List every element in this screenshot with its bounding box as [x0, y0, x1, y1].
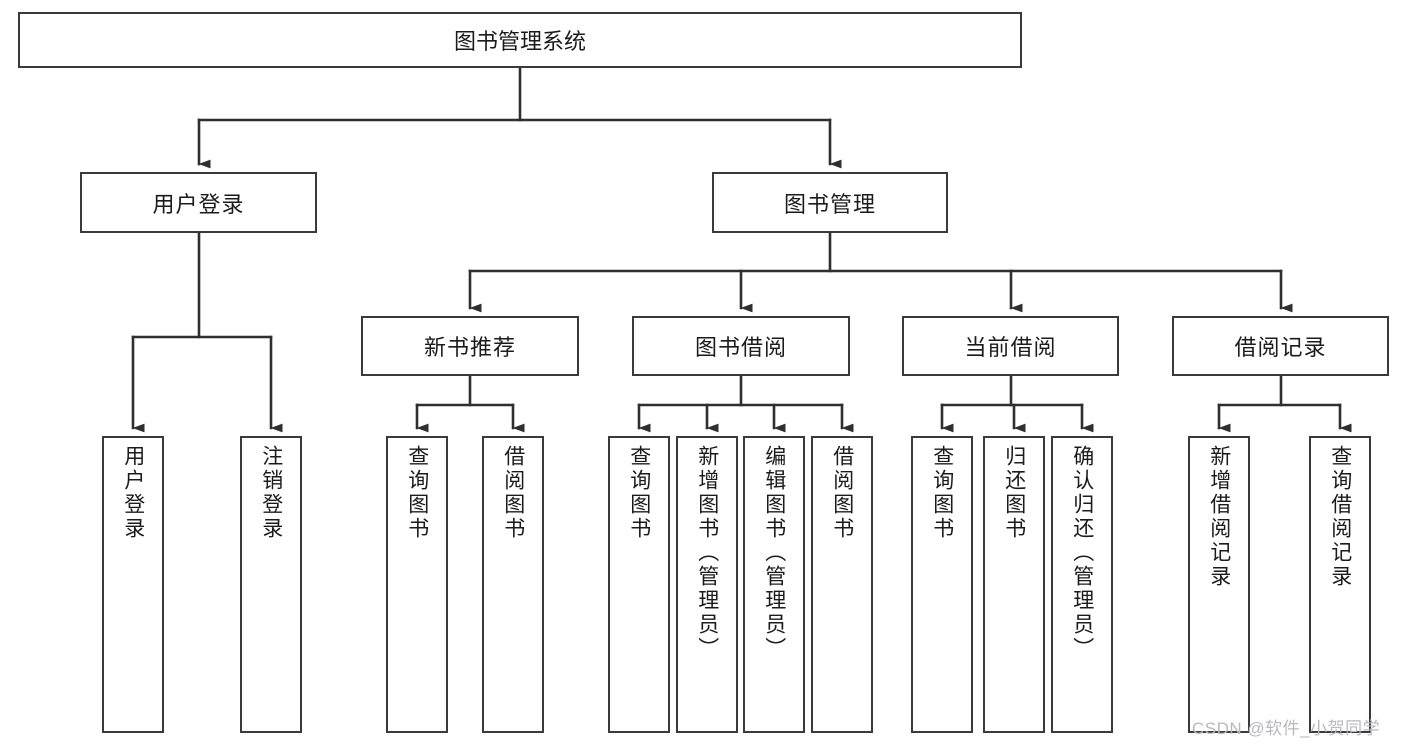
node-borrow-record[interactable]: 借阅记录	[1172, 316, 1389, 376]
leaf-add-book-label: 新增图书（管理员）	[695, 445, 719, 661]
leaf-add-book[interactable]: 新增图书（管理员）	[676, 436, 738, 733]
leaf-borrow-book[interactable]: 借阅图书	[811, 436, 873, 733]
leaf-user-login[interactable]: 用户登录	[102, 436, 164, 733]
leaf-query-book-cur-label: 查询图书	[930, 445, 954, 541]
leaf-edit-book[interactable]: 编辑图书（管理员）	[743, 436, 805, 733]
leaf-confirm-return[interactable]: 确认归还（管理员）	[1051, 436, 1113, 733]
node-borrow-record-label: 借阅记录	[1234, 335, 1327, 360]
node-current-borrow-label: 当前借阅	[964, 335, 1057, 360]
leaf-query-book[interactable]: 查询图书	[608, 436, 670, 733]
leaf-query-book-cur[interactable]: 查询图书	[911, 436, 973, 733]
leaf-logout-label: 注销登录	[259, 445, 283, 541]
leaf-return-book-label: 归还图书	[1002, 445, 1026, 541]
node-book-manage[interactable]: 图书管理	[712, 172, 948, 233]
node-book-manage-label: 图书管理	[783, 191, 876, 217]
leaf-borrow-book-rec-label: 借阅图书	[501, 445, 525, 541]
leaf-borrow-book-label: 借阅图书	[830, 445, 854, 541]
leaf-logout[interactable]: 注销登录	[240, 436, 302, 733]
node-current-borrow[interactable]: 当前借阅	[902, 316, 1119, 376]
node-new-book-rec[interactable]: 新书推荐	[361, 316, 579, 376]
leaf-confirm-return-label: 确认归还（管理员）	[1070, 445, 1094, 661]
node-user-login-label: 用户登录	[152, 191, 245, 217]
leaf-add-record[interactable]: 新增借阅记录	[1188, 436, 1250, 733]
leaf-edit-book-label: 编辑图书（管理员）	[762, 445, 786, 661]
node-book-borrow[interactable]: 图书借阅	[632, 316, 850, 376]
node-book-borrow-label: 图书借阅	[694, 335, 787, 360]
leaf-query-book-label: 查询图书	[627, 445, 651, 541]
node-new-book-rec-label: 新书推荐	[423, 335, 516, 360]
node-root[interactable]: 图书管理系统	[18, 12, 1022, 68]
leaf-user-login-label: 用户登录	[121, 445, 145, 541]
leaf-query-book-rec-label: 查询图书	[405, 445, 429, 541]
leaf-query-record[interactable]: 查询借阅记录	[1309, 436, 1371, 733]
node-user-login[interactable]: 用户登录	[80, 172, 317, 233]
watermark: CSDN @软件_小贺同学	[1192, 719, 1381, 738]
leaf-borrow-book-rec[interactable]: 借阅图书	[482, 436, 544, 733]
leaf-add-record-label: 新增借阅记录	[1207, 445, 1231, 589]
node-root-label: 图书管理系统	[453, 29, 586, 54]
leaf-query-record-label: 查询借阅记录	[1328, 445, 1352, 589]
leaf-query-book-rec[interactable]: 查询图书	[386, 436, 448, 733]
leaf-return-book[interactable]: 归还图书	[983, 436, 1045, 733]
